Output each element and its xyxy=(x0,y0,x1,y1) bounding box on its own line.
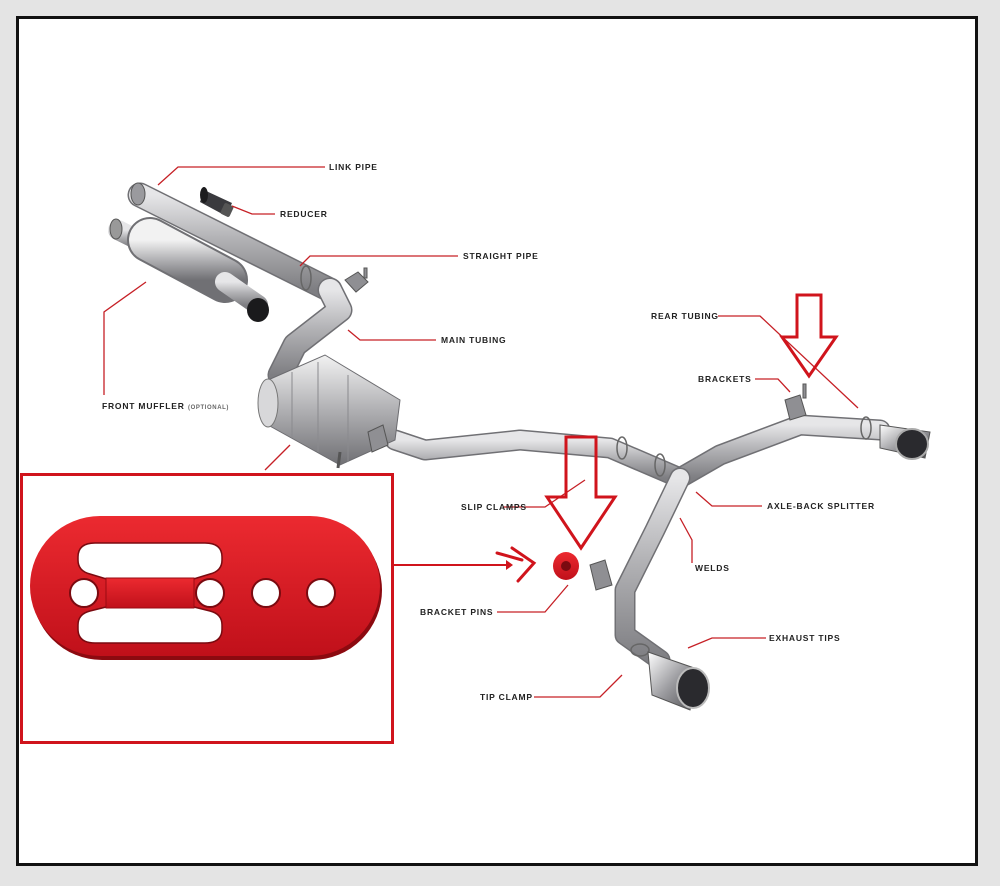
leader-lines xyxy=(103,166,859,698)
label-tip-clamp: TIP CLAMP xyxy=(480,692,533,702)
rubber-hanger-closeup xyxy=(30,516,382,660)
part-labels: LINK PIPE REDUCER STRAIGHT PIPE MAIN TUB… xyxy=(102,162,875,702)
main-muffler xyxy=(257,354,401,469)
annotation-arrow-hanger xyxy=(495,546,537,583)
reducer xyxy=(200,187,234,217)
label-bracket-pins: BRACKET PINS xyxy=(420,607,493,617)
label-reducer: REDUCER xyxy=(280,209,328,219)
label-link-pipe: LINK PIPE xyxy=(329,162,378,172)
label-axle-back-splitter: AXLE-BACK SPLITTER xyxy=(767,501,875,511)
brackets xyxy=(344,267,807,591)
label-front-muffler-note: (OPTIONAL) xyxy=(188,405,229,411)
connector-line xyxy=(392,560,513,570)
label-brackets: BRACKETS xyxy=(698,374,752,384)
front-muffler xyxy=(108,217,269,322)
label-rear-tubing: REAR TUBING xyxy=(651,311,719,321)
annotation-arrow-center xyxy=(544,435,618,551)
exhaust-tips xyxy=(647,424,931,711)
label-front-muffler: FRONT MUFFLER xyxy=(102,401,185,411)
pipe-rings xyxy=(130,182,872,657)
label-main-tubing: MAIN TUBING xyxy=(441,335,506,345)
annotation-arrow-rear xyxy=(779,293,839,379)
exhaust-pipes xyxy=(127,182,891,671)
bracket-pin-part xyxy=(553,552,579,580)
label-slip-clamps: SLIP CLAMPS xyxy=(461,502,527,512)
label-welds: WELDS xyxy=(695,563,730,573)
label-straight-pipe: STRAIGHT PIPE xyxy=(463,251,539,261)
label-exhaust-tips: EXHAUST TIPS xyxy=(769,633,840,643)
